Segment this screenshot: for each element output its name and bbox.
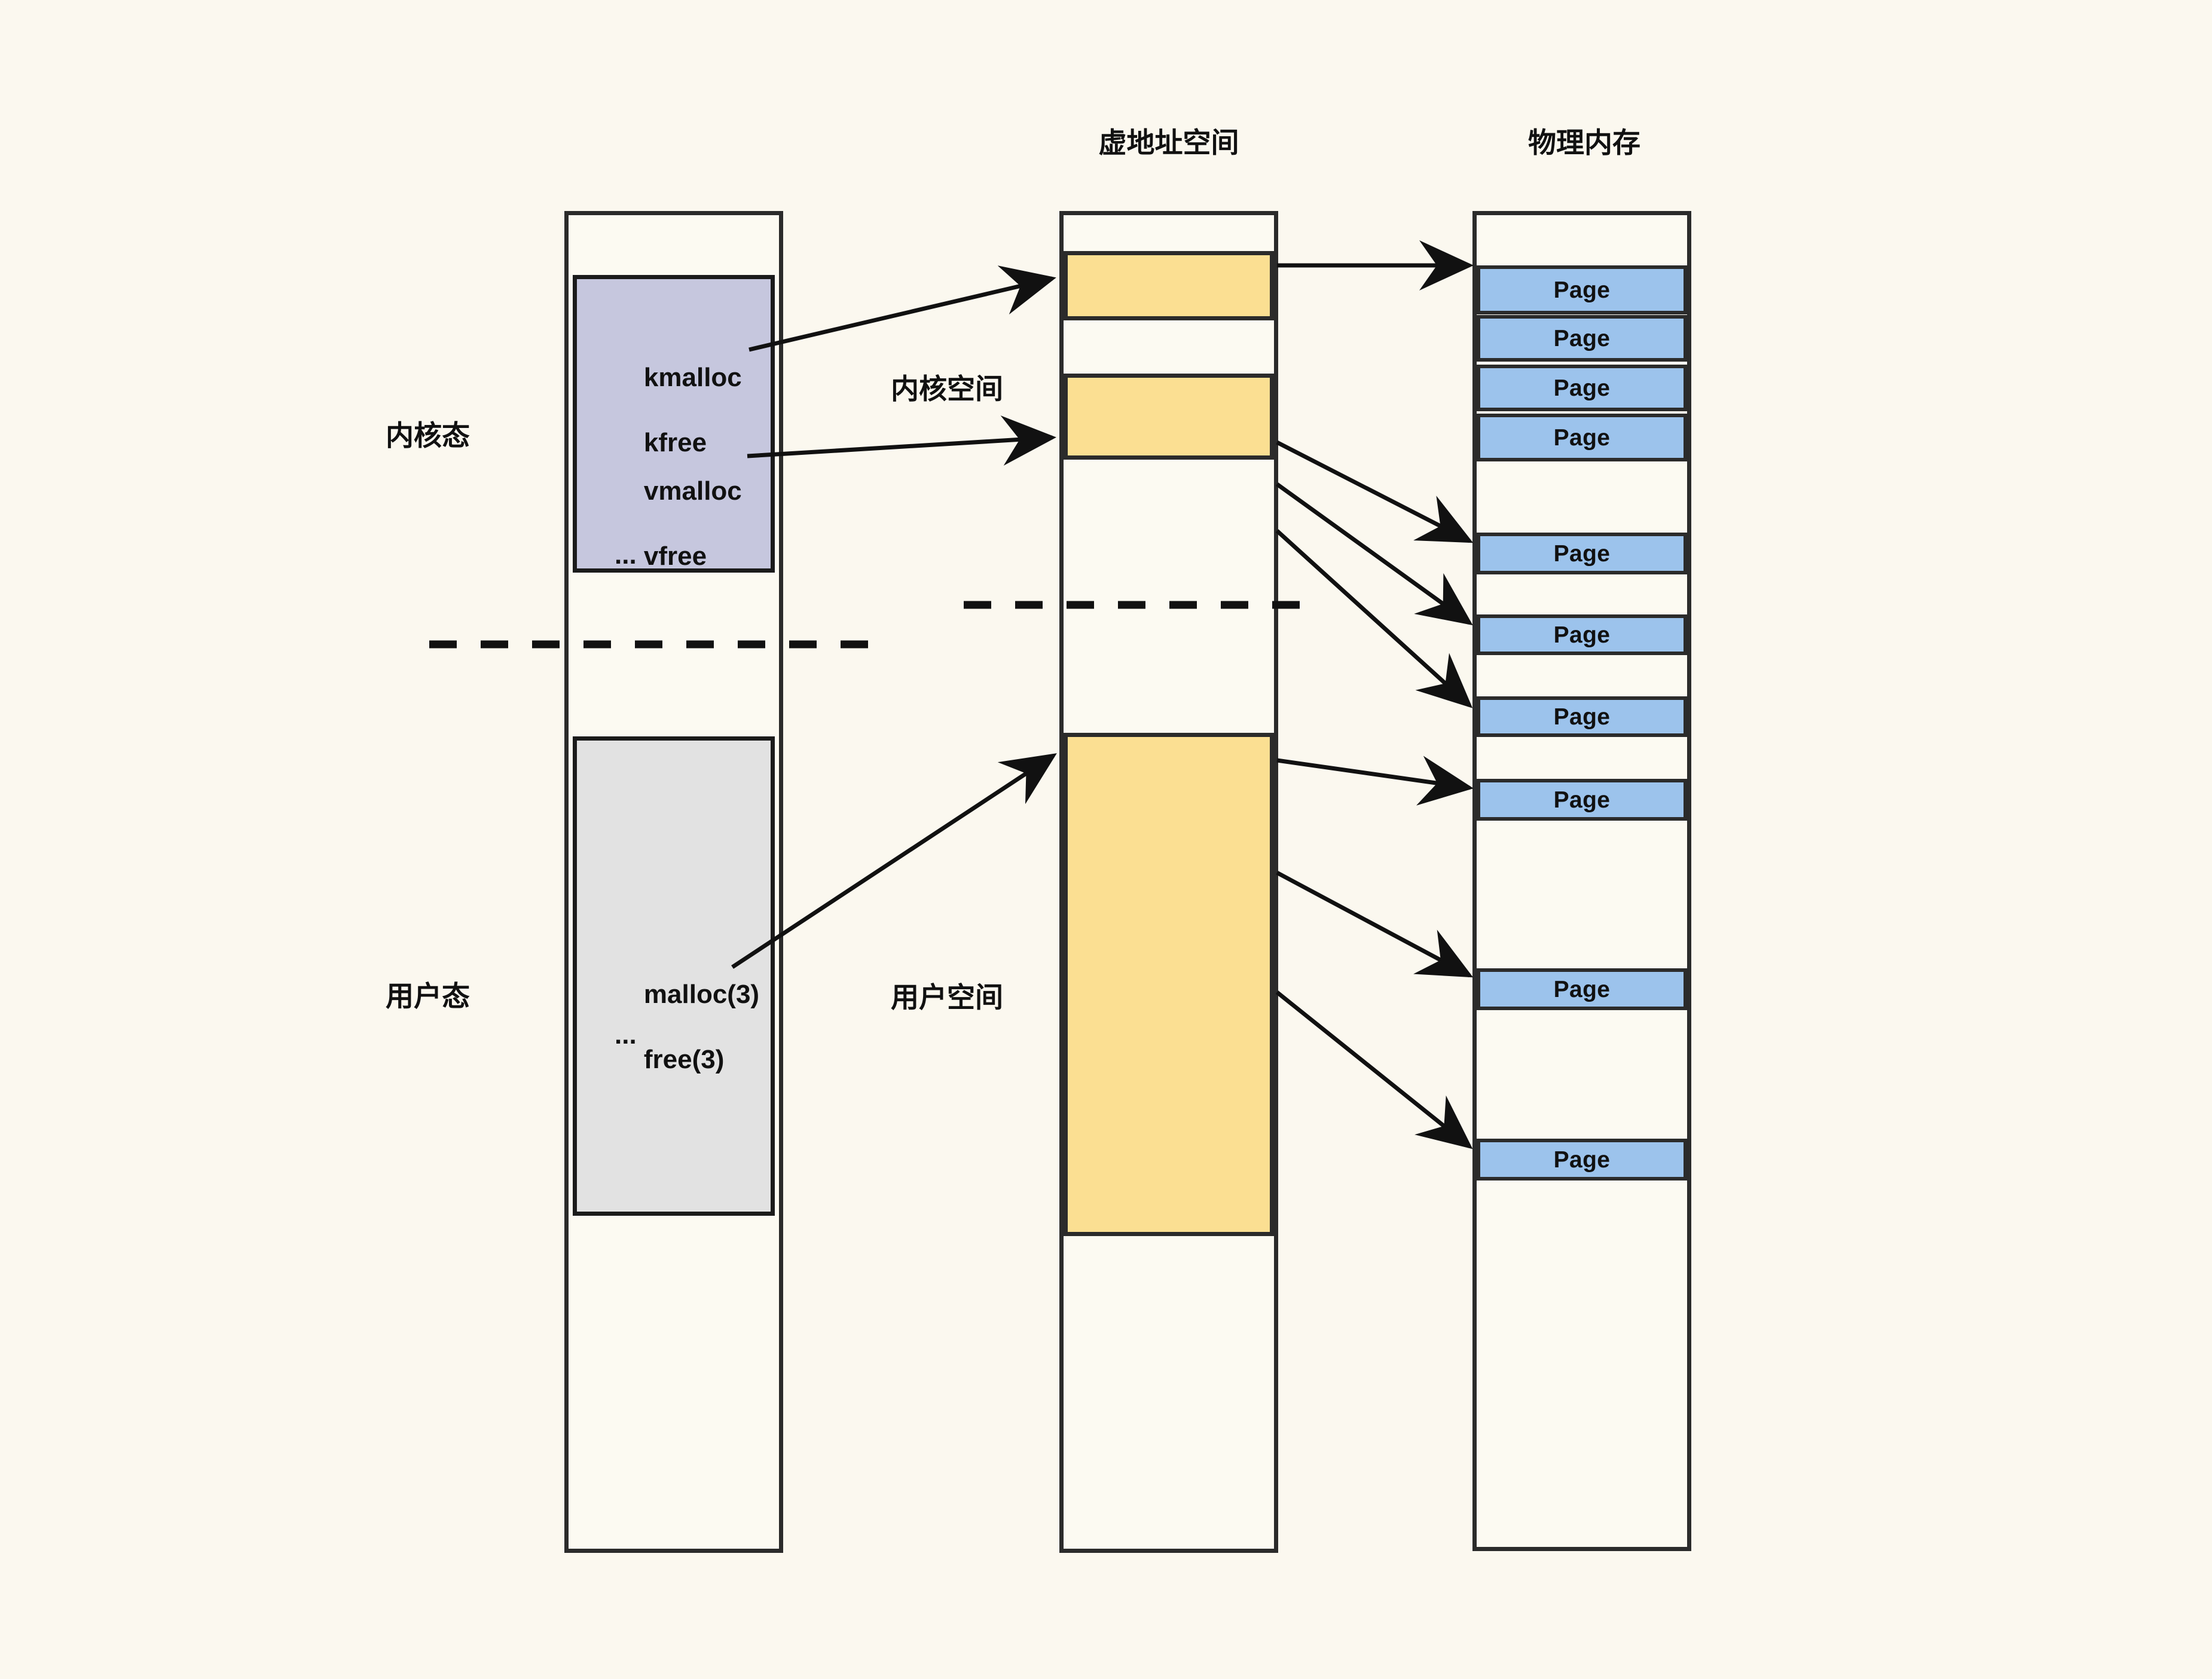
physical-page-8: Page bbox=[1477, 779, 1687, 821]
user-api-ellipsis: ... bbox=[615, 1020, 637, 1050]
page-label: Page bbox=[1553, 704, 1611, 730]
title-virtual-address-space: 虚地址空间 bbox=[1098, 127, 1239, 158]
physical-page-9: Page bbox=[1477, 968, 1687, 1010]
physical-page-3: Page bbox=[1477, 365, 1687, 411]
kernel-api-block bbox=[573, 275, 775, 573]
map-user-page-8 bbox=[1276, 756, 1474, 806]
map-user-page-10 bbox=[1275, 990, 1473, 1149]
virtual-region-user-heap bbox=[1064, 733, 1274, 1236]
label-user-space: 用户空间 bbox=[891, 981, 1003, 1013]
physical-page-10: Page bbox=[1477, 1139, 1687, 1181]
leader-vmalloc bbox=[747, 415, 1056, 466]
label-user-mode: 用户态 bbox=[386, 980, 470, 1012]
user-api-block bbox=[573, 736, 775, 1216]
page-label: Page bbox=[1553, 976, 1611, 1002]
page-label: Page bbox=[1553, 1146, 1611, 1173]
map-user-page-9 bbox=[1276, 870, 1474, 978]
physical-page-4: Page bbox=[1477, 414, 1687, 461]
virtual-region-vmalloc bbox=[1064, 374, 1274, 460]
label-kernel-space: 内核空间 bbox=[891, 373, 1003, 405]
physical-page-6: Page bbox=[1477, 614, 1687, 655]
page-label: Page bbox=[1553, 540, 1611, 567]
kmalloc-kfree-label: kmalloc kfree bbox=[615, 329, 742, 492]
map-vmalloc-page-6 bbox=[1275, 482, 1473, 626]
physical-page-2: Page bbox=[1477, 315, 1687, 362]
page-label: Page bbox=[1553, 787, 1611, 813]
map-vmalloc-page-7 bbox=[1275, 529, 1473, 708]
page-label: Page bbox=[1553, 375, 1611, 401]
page-label: Page bbox=[1553, 424, 1611, 451]
physical-page-5: Page bbox=[1477, 533, 1687, 574]
physical-page-1: Page bbox=[1477, 265, 1687, 314]
leader-kmalloc bbox=[748, 265, 1056, 352]
label-kernel-mode: 内核态 bbox=[386, 420, 470, 451]
page-label: Page bbox=[1553, 622, 1611, 648]
kmalloc-line: kmalloc bbox=[643, 362, 742, 392]
map-vmalloc-page-5 bbox=[1276, 440, 1474, 543]
title-physical-memory: 物理内存 bbox=[1528, 127, 1640, 158]
kernel-api-ellipsis: ... bbox=[615, 540, 637, 570]
vfree-line: vfree bbox=[643, 541, 707, 571]
virtual-region-kmalloc bbox=[1064, 251, 1274, 320]
kfree-line: kfree bbox=[643, 427, 707, 457]
physical-page-7: Page bbox=[1477, 696, 1687, 737]
leader-malloc bbox=[731, 753, 1057, 969]
vmalloc-line: vmalloc bbox=[643, 476, 742, 506]
free-line: free(3) bbox=[643, 1044, 725, 1074]
malloc-line: malloc(3) bbox=[643, 979, 760, 1009]
vmalloc-vfree-label: vmalloc vfree bbox=[615, 442, 742, 605]
page-label: Page bbox=[1553, 325, 1611, 351]
page-label: Page bbox=[1553, 277, 1611, 303]
malloc-free-label: malloc(3) free(3) bbox=[615, 946, 759, 1109]
